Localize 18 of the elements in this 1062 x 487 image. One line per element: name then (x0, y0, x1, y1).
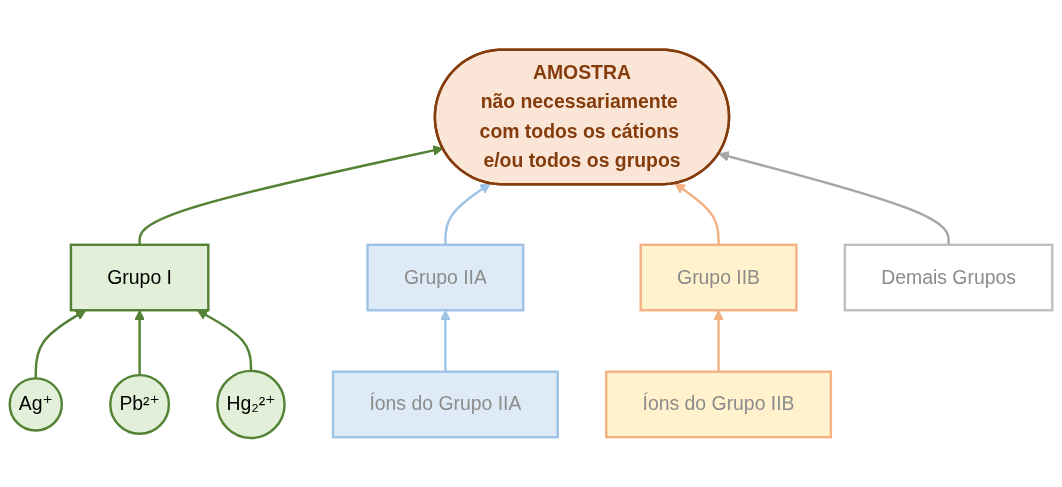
arrow (440, 309, 451, 372)
node-box: Íons do Grupo IIB (605, 370, 833, 438)
node-box: Grupo IIA (366, 243, 525, 312)
arrow (196, 309, 253, 371)
arrow (138, 144, 444, 245)
arrow (713, 309, 724, 372)
arrow (444, 182, 491, 245)
node-circle: Pb²⁺ (109, 373, 171, 435)
node-circle: Hg₂²⁺ (216, 369, 286, 439)
node-box: Grupo I (69, 243, 210, 312)
node-circle: Ag⁺ (8, 376, 64, 432)
arrow (718, 150, 950, 245)
arrow (674, 182, 720, 245)
node-box: Íons do Grupo IIA (331, 370, 559, 438)
node-box: Demais Grupos (843, 243, 1054, 312)
node-box: Grupo IIB (639, 243, 798, 312)
arrow (34, 309, 87, 378)
arrow (134, 309, 145, 375)
